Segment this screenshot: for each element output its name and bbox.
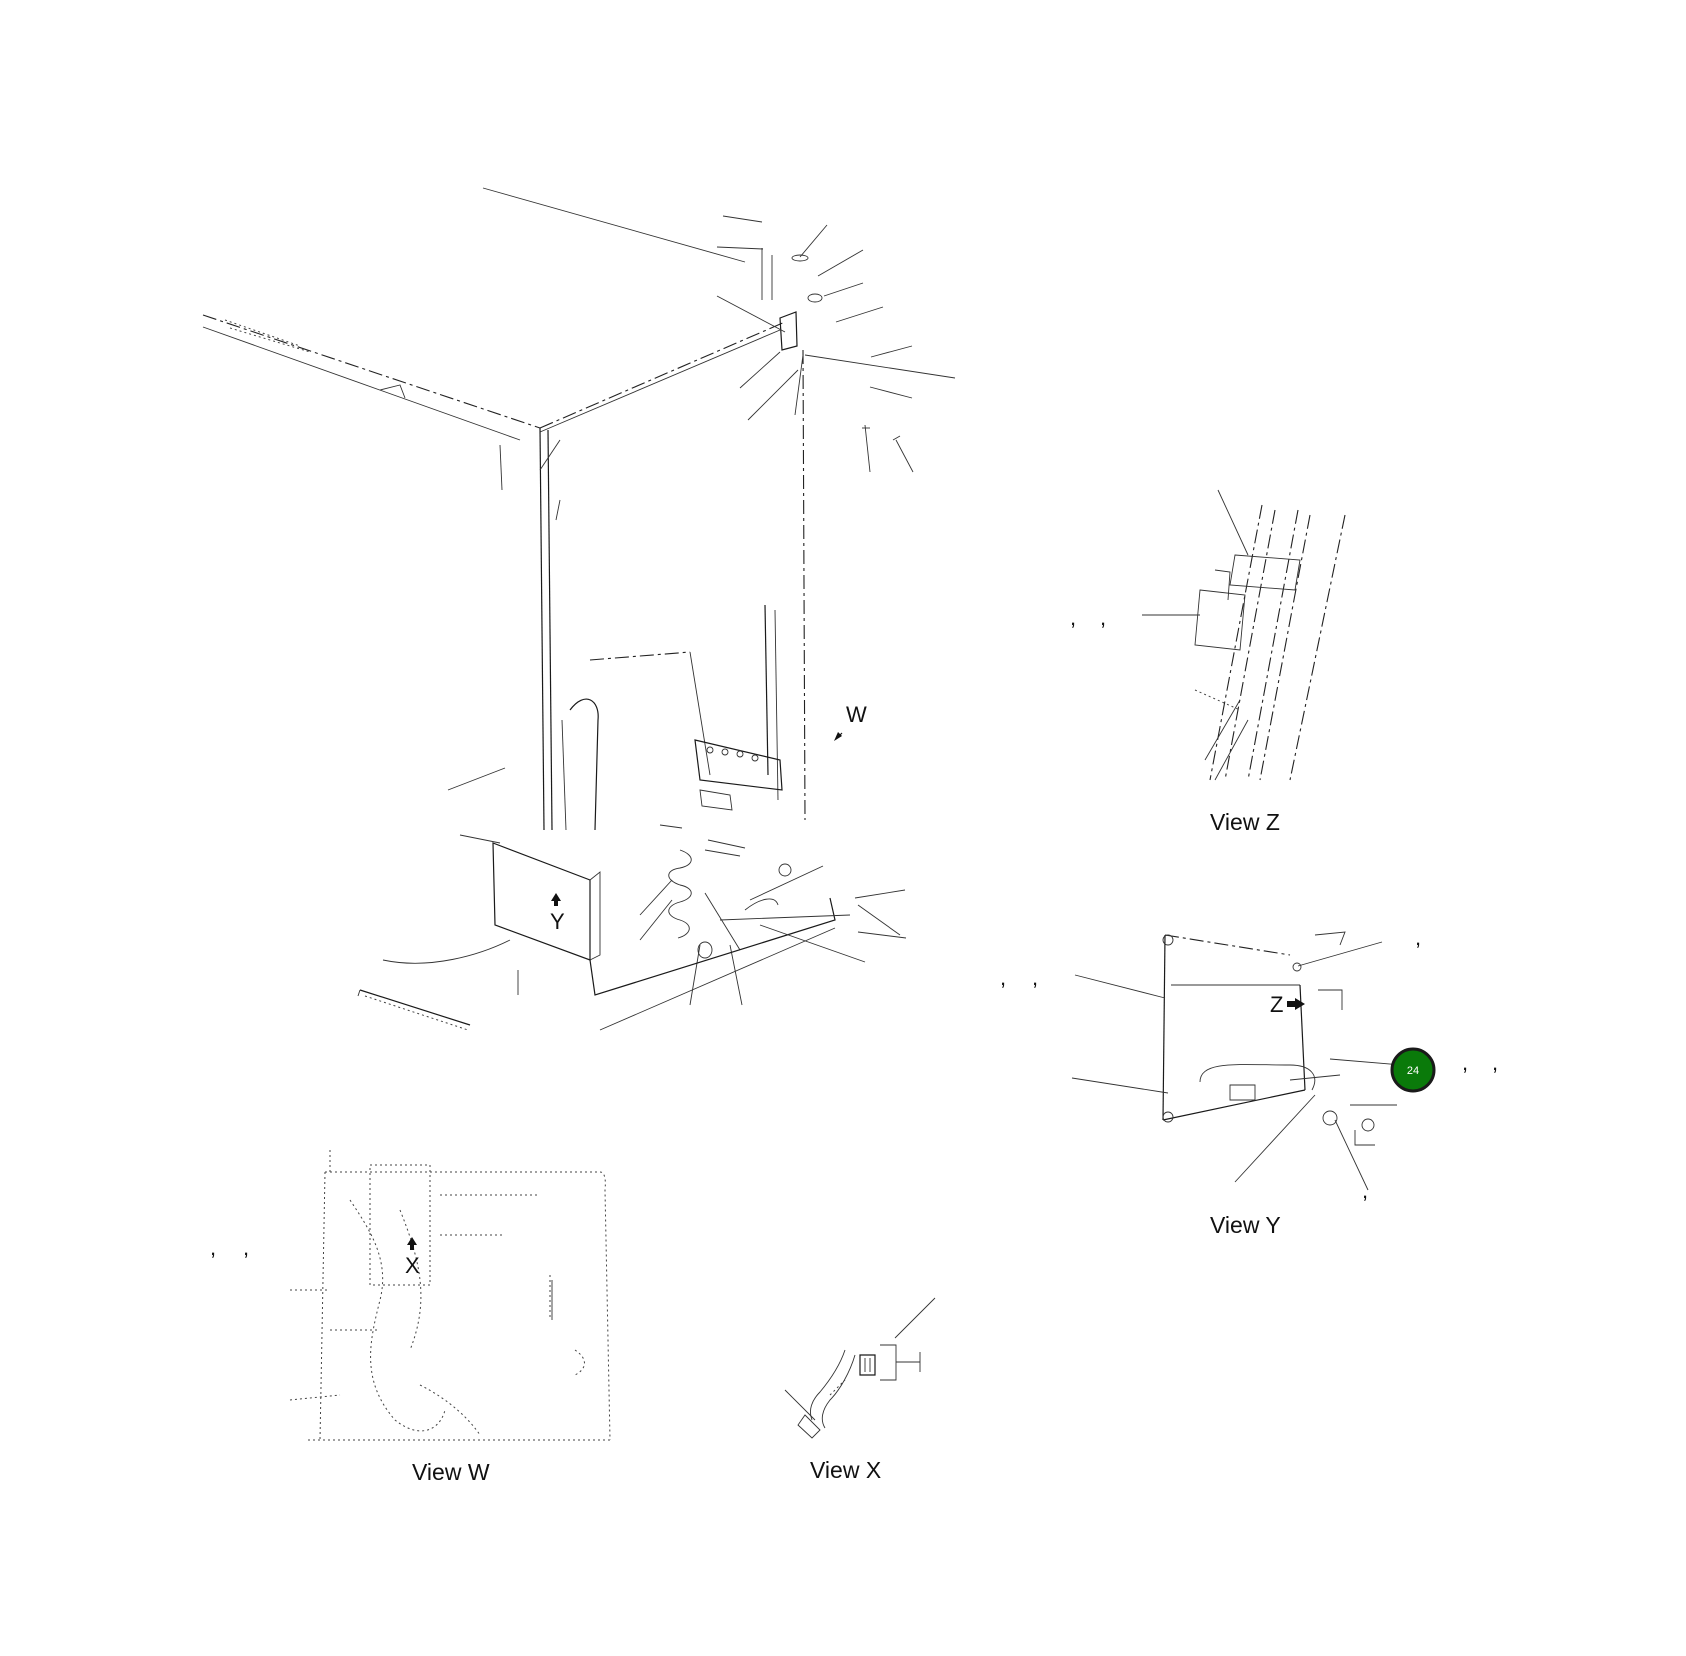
arrow-label-x: X: [405, 1253, 420, 1278]
view-z-illustration: [1142, 489, 1346, 781]
view-y-separator-6: ,: [1362, 1178, 1368, 1203]
view-z-separator-2: ,: [1100, 605, 1106, 630]
callout-24-label[interactable]: 24: [1407, 1065, 1419, 1077]
view-y-caption: View Y: [1210, 1212, 1281, 1238]
view-z-separator-1: ,: [1070, 605, 1076, 630]
callout-24-circle[interactable]: [1390, 1047, 1436, 1093]
view-z-caption: View Z: [1210, 809, 1280, 835]
view-w-separator-1: ,: [210, 1235, 216, 1260]
view-y-separator-4: ,: [1462, 1050, 1468, 1075]
main-assembly: [202, 187, 956, 1031]
callout-24-hotspot[interactable]: 24: [1390, 1047, 1436, 1093]
view-x-illustration: [784, 1297, 936, 1439]
arrow-label-z: Z: [1270, 992, 1283, 1017]
view-w-separator-2: ,: [243, 1235, 249, 1260]
view-x-caption: View X: [810, 1457, 881, 1483]
view-y-separator-3: ,: [1415, 925, 1421, 950]
view-y-separator-1: ,: [1000, 965, 1006, 990]
view-w-illustration: [289, 1150, 611, 1441]
view-w-caption: View W: [412, 1459, 490, 1485]
arrow-label-y: Y: [550, 909, 565, 934]
view-y-illustration: [1071, 931, 1403, 1191]
view-y-separator-5: ,: [1492, 1050, 1498, 1075]
arrow-label-w: W: [846, 702, 867, 727]
view-y-separator-2: ,: [1032, 965, 1038, 990]
